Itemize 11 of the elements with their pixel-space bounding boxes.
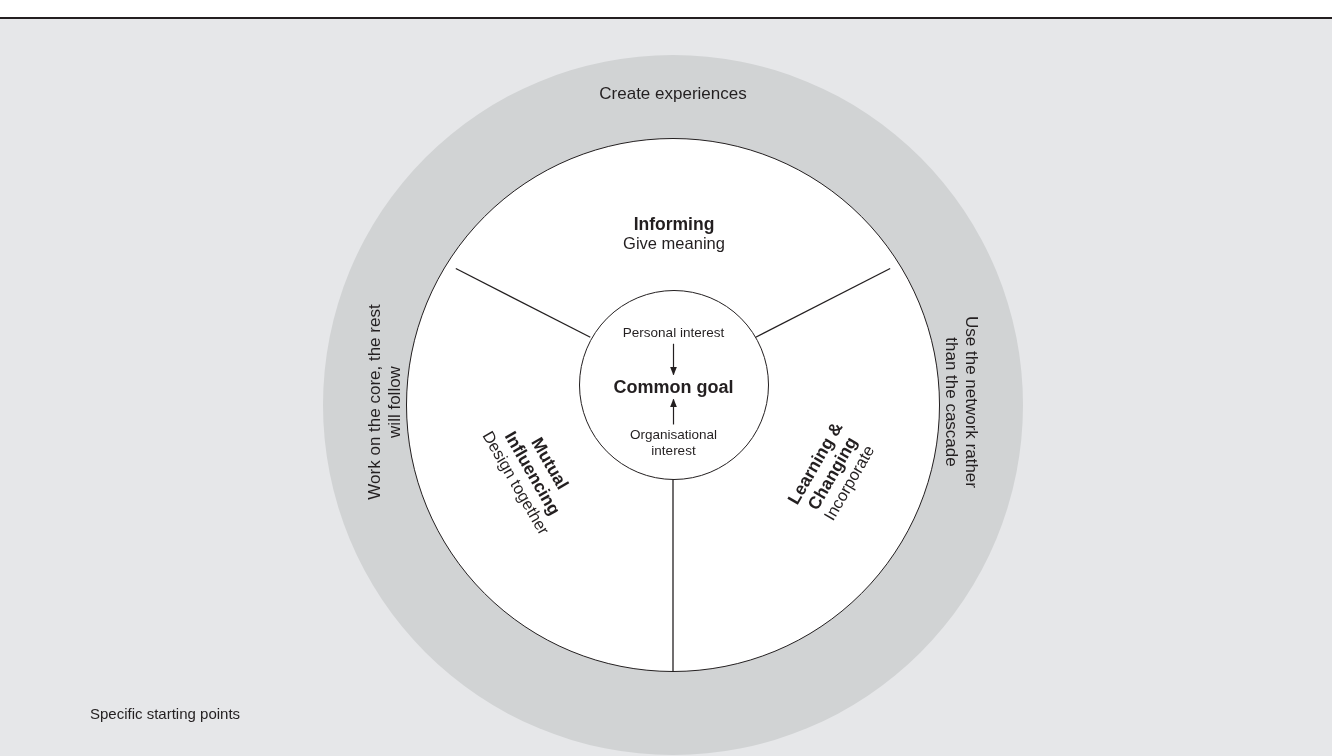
ring-text: Work on the core, the rest will follow (364, 303, 405, 502)
interest-text: Organisational interest (628, 427, 719, 459)
arrow (670, 398, 677, 426)
arrow (670, 343, 677, 376)
sector-title: Informing (633, 214, 715, 235)
goal-title: Common goal (613, 376, 734, 398)
sector-subtitle: Give meaning (623, 234, 725, 254)
interest-text: Personal interest (622, 325, 725, 341)
ring-text: Use the network rather than the cascade (941, 315, 982, 490)
footer-note: Specific starting points (90, 705, 241, 722)
ring-text: Create experiences (598, 83, 748, 105)
